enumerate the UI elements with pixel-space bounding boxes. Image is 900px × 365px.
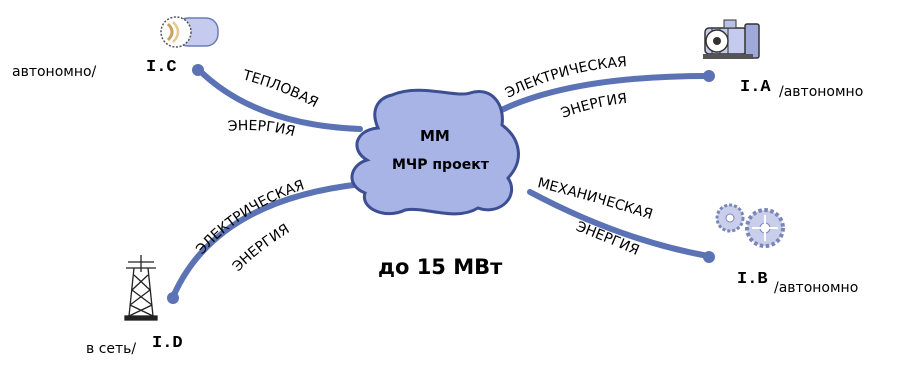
- thermal-connector: [196, 67, 363, 132]
- node-dot-ic: [192, 64, 204, 76]
- mechanical-energy-label-1: МЕХАНИЧЕСКАЯ: [536, 175, 655, 223]
- grid-connector: [170, 181, 365, 300]
- electric-top-energy-label-2: ЭНЕРГИЯ: [559, 91, 628, 122]
- code-label-id: I.D: [152, 334, 183, 353]
- mode-label-id: в сеть/: [86, 341, 137, 357]
- node-dot-ia: [703, 70, 715, 82]
- center-cloud: [350, 88, 520, 216]
- center-title-1: MM: [420, 127, 450, 145]
- node-dot-ib: [703, 251, 715, 263]
- mechanical-connector: [527, 189, 711, 259]
- mode-label-ic: автономно/: [12, 64, 97, 80]
- code-label-ia: I.A: [740, 78, 771, 97]
- power-pylon-icon: [124, 255, 158, 321]
- gears-icon: [715, 203, 785, 248]
- node-dot-id: [167, 292, 179, 304]
- electric-top-connector: [485, 73, 711, 120]
- center-title-2: МЧР проект: [392, 157, 489, 173]
- electric-motor-icon: [703, 19, 760, 59]
- grid-energy-label-2: ЭНЕРГИЯ: [230, 221, 293, 275]
- mode-label-ia: /автономно: [779, 84, 864, 100]
- capacity-label: до 15 МВт: [378, 255, 503, 279]
- mode-label-ib: /автономно: [774, 280, 859, 296]
- heat-generator-icon: [160, 16, 219, 48]
- code-label-ic: I.C: [146, 58, 177, 77]
- code-label-ib: I.B: [737, 270, 768, 289]
